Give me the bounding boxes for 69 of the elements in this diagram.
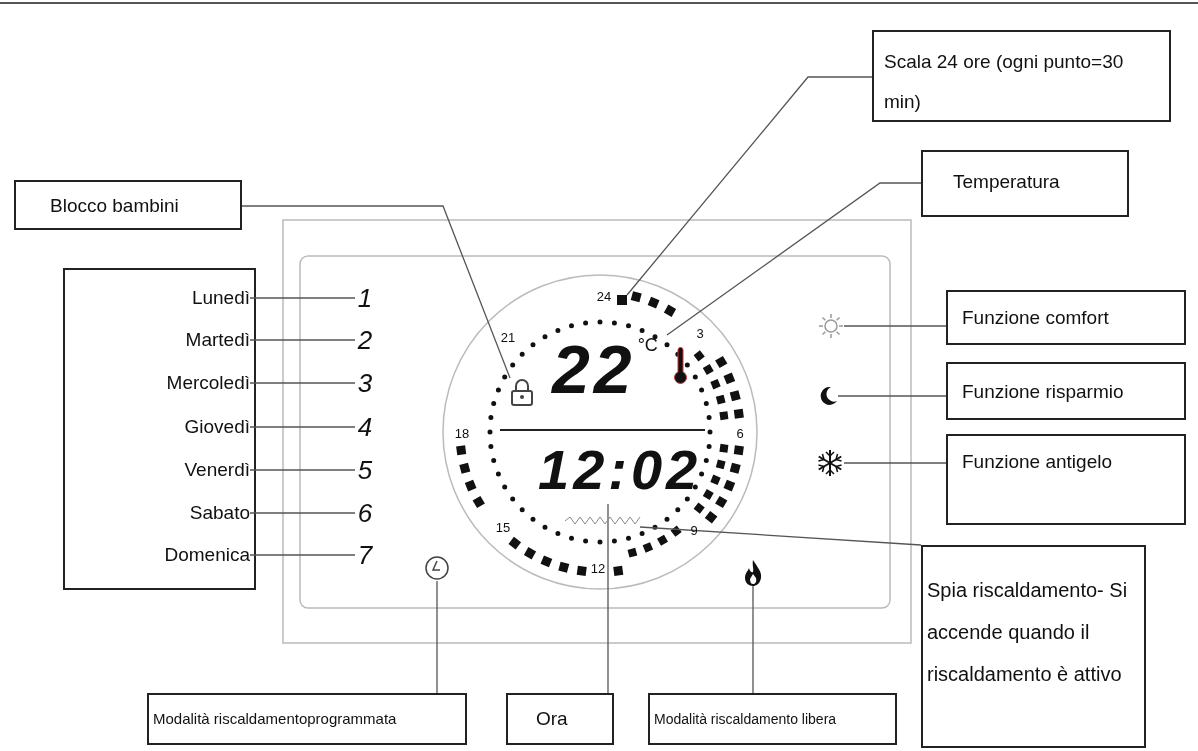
callout-text: Funzione risparmio [962, 382, 1125, 401]
lcd-reading: 12:02 [538, 438, 702, 501]
callout-box [872, 30, 1171, 122]
scale-number: 6 [736, 425, 744, 441]
scale-number: 18 [454, 425, 470, 441]
lcd-reading: 22 [552, 331, 636, 407]
lcd-digit: 2 [355, 326, 375, 354]
day-label: Domenica [70, 542, 250, 568]
callout-text: Modalità riscaldamentoprogrammata [153, 711, 398, 726]
day-label: Giovedì [70, 414, 250, 440]
callout-text: Funzione comfort [962, 308, 1110, 327]
callout-box [946, 290, 1186, 345]
lcd-digit: 1 [355, 284, 375, 312]
lcd-digit: 6 [355, 499, 375, 527]
callout-text: Ora [536, 709, 569, 728]
snowflake-icon [816, 449, 844, 477]
scale-number: 24 [596, 288, 612, 304]
callout-box [946, 362, 1186, 420]
callout-text: Scala 24 ore (ogni punto=30 min) [884, 50, 1125, 114]
day-label: Mercoledì [70, 370, 250, 396]
callout-text: Temperatura [953, 172, 1061, 191]
leader-line [843, 462, 947, 464]
label-panel [63, 268, 256, 590]
leader-line [249, 512, 356, 514]
leader-line [249, 297, 356, 299]
callout-text: Funzione antigelo [962, 452, 1113, 471]
unit-label: °C [637, 335, 658, 355]
callout-box [506, 693, 614, 745]
callout-box [14, 180, 242, 230]
scale-number: 21 [500, 329, 516, 345]
day-label: Venerdì [70, 457, 250, 483]
leader-line [249, 469, 356, 471]
callout-text: Blocco bambini [50, 196, 180, 215]
clock-icon [424, 555, 450, 581]
scale-number: 15 [495, 519, 511, 535]
callout-text: Spia riscaldamento- Si accende quando il riscaldamento è attivo [927, 578, 1129, 687]
scale-number: 3 [696, 325, 704, 341]
leader-line [249, 554, 356, 556]
lcd-digit: 4 [355, 413, 375, 441]
sun-icon [818, 313, 844, 339]
leader-line [249, 339, 356, 341]
leader-line [249, 382, 356, 384]
callout-box [648, 693, 897, 745]
moon-icon [820, 385, 838, 407]
callout-box [147, 693, 467, 745]
day-label: Lunedì [70, 285, 250, 311]
leader-line [843, 325, 947, 327]
callout-box [921, 545, 1146, 748]
callout-box [946, 434, 1186, 525]
leader-line [639, 526, 922, 546]
flame-icon [744, 560, 762, 586]
scale-number: 12 [590, 560, 606, 576]
leader-line [666, 182, 922, 336]
callout-box [921, 150, 1129, 217]
lcd-digit: 5 [355, 456, 375, 484]
lock-icon [510, 378, 534, 406]
lcd-digit: 7 [355, 541, 375, 569]
day-label: Sabato [70, 500, 250, 526]
leader-line [249, 426, 356, 428]
leader-line [241, 205, 511, 379]
leader-line [436, 580, 438, 694]
lcd-digit: 3 [355, 369, 375, 397]
callout-text: Modalità riscaldamento libera [654, 712, 838, 726]
scale-segment [617, 295, 627, 305]
leader-line [626, 76, 873, 296]
leader-line [752, 585, 754, 694]
day-label: Martedì [70, 327, 250, 353]
leader-line [837, 395, 947, 397]
wave-icon [565, 515, 640, 527]
